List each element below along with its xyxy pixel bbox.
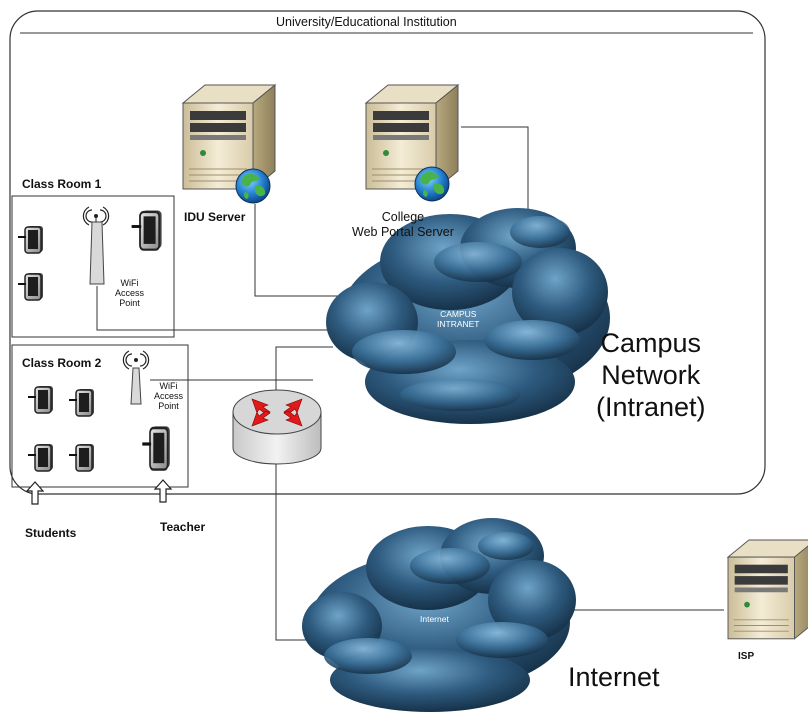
internet-cloud [302, 518, 576, 712]
isp-label: ISP [738, 651, 755, 662]
link-idu-to-campus [254, 204, 360, 297]
campus-caption-line2: Network [601, 360, 701, 390]
campus-cloud-inner-line1: CAMPUS [440, 309, 477, 319]
room1-ap-label-line2: Access [115, 288, 145, 298]
room2-ap-label: WiFi Access Point [154, 381, 183, 411]
internet-cloud-inner-label: Internet [420, 614, 449, 624]
idu-server-label: IDU Server [184, 210, 246, 224]
link-room1-ap-to-campus [96, 286, 340, 331]
room1-ap-label-line1: WiFi [120, 278, 139, 288]
campus-cloud-inner-line2: INTRANET [437, 319, 480, 329]
link-router-to-internet [275, 464, 318, 641]
room1-ap-label-line3: Point [119, 298, 140, 308]
room2-ap-label-line2: Access [154, 391, 184, 401]
class-room-2-box [11, 344, 189, 488]
room2-access-point-icon [130, 367, 142, 405]
class-room-1-title: Class Room 1 [22, 177, 102, 191]
room1-access-point-icon [89, 218, 105, 285]
internet-caption: Internet [568, 662, 660, 692]
students-label: Students [25, 526, 77, 540]
class-room-1-box [11, 195, 175, 338]
portal-server-label-line1: College [381, 210, 425, 224]
isp-server-icon [727, 539, 808, 640]
room1-ap-label: WiFi Access Point [115, 278, 144, 308]
link-portal-to-campus [461, 126, 529, 224]
room2-ap-label-line1: WiFi [159, 381, 178, 391]
router-icon [232, 389, 322, 465]
campus-caption-line1: Campus [600, 328, 702, 358]
campus-network-caption: Campus Network (Intranet) [596, 327, 706, 423]
link-router-to-campus [275, 346, 333, 390]
portal-server-globe-icon [414, 166, 450, 202]
campus-caption-line3: (Intranet) [596, 392, 706, 422]
portal-server-label-line2: Web Portal Server [352, 225, 454, 239]
class-room-2-title: Class Room 2 [22, 356, 102, 370]
portal-server-label: College Web Portal Server [352, 210, 454, 240]
campus-intranet-cloud [326, 208, 610, 424]
institution-title: University/Educational Institution [276, 15, 457, 29]
teacher-label: Teacher [160, 520, 206, 534]
campus-cloud-inner-label: CAMPUS INTRANET [437, 309, 480, 329]
idu-server-globe-icon [235, 168, 271, 204]
room2-ap-label-line3: Point [158, 401, 179, 411]
connection-lines [96, 126, 724, 641]
